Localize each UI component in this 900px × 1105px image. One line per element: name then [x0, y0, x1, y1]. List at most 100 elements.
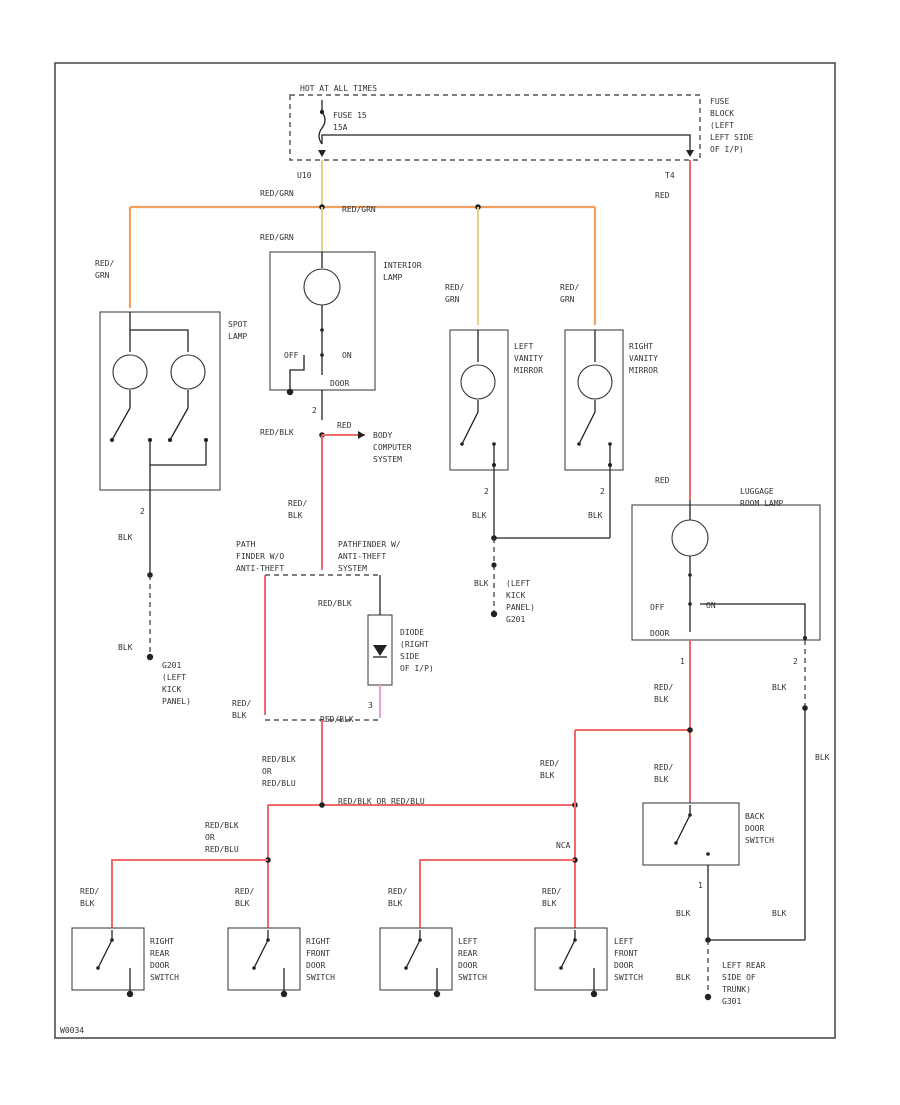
blk-lug2-label: BLK — [815, 753, 830, 762]
rr-switch-label-3: DOOR — [150, 961, 169, 970]
left-mirror-label-3: MIRROR — [514, 366, 543, 375]
red-blk-r1-label-1: RED/ — [540, 759, 559, 768]
right-red-feed: RED RED — [655, 160, 691, 500]
body-computer-label-2: COMPUTER — [373, 443, 412, 452]
interior-door-label: DOOR — [330, 379, 349, 388]
g-mirrors-label-2: (LEFT — [506, 579, 530, 588]
interior-lamp: INTERIOR LAMP OFF ON DOOR 2 RED/BLK RED … — [236, 251, 422, 573]
lr-wire-label-1: RED/ — [388, 887, 407, 896]
lf-switch-label-4: SWITCH — [614, 973, 643, 982]
red-grn-main-label: RED/GRN — [260, 189, 294, 198]
main-feed-wires: RED/GRN RED/GRN RED/GRN RED/ GRN RED/ GR… — [95, 160, 597, 325]
red-blk-or-left-label-2: OR — [205, 833, 215, 842]
right-mirror-label-3: MIRROR — [629, 366, 658, 375]
red-blk-or-label-1: RED/BLK — [262, 755, 296, 764]
diode-label-3: SIDE — [400, 652, 419, 661]
lm-pin-label: 2 — [484, 487, 489, 496]
red-grn-rm-label-2: GRN — [560, 295, 575, 304]
lf-wire-label-2: BLK — [542, 899, 557, 908]
lr-ground-icon — [433, 990, 441, 998]
lf-switch-label-1: LEFT — [614, 937, 633, 946]
spot-pin-label: 2 — [140, 507, 145, 516]
rf-wire-label-1: RED/ — [235, 887, 254, 896]
interior-ground-icon — [286, 388, 294, 396]
rr-switch-label-2: REAR — [150, 949, 169, 958]
lr-switch-label-3: DOOR — [458, 961, 477, 970]
interior-pin-label: 2 — [312, 406, 317, 415]
hot-at-all-times-label: HOT AT ALL TIMES — [300, 84, 377, 93]
diagram-frame — [54, 62, 836, 1039]
path-finder-label-1: PATH — [236, 540, 255, 549]
fuse-rating-label: 15A — [333, 123, 348, 132]
red-blk-bus-label: RED/BLK OR RED/BLU — [338, 797, 425, 806]
rf-ground-icon — [280, 990, 288, 998]
red-blk-bottom-label: RED/BLK — [320, 715, 354, 724]
blk-trunk-right-label: BLK — [772, 909, 787, 918]
rr-switch-label-1: RIGHT — [150, 937, 174, 946]
g-mirrors-label-3: KICK — [506, 591, 525, 600]
fuse-name-label: FUSE 15 — [333, 111, 367, 120]
lf-switch-label-3: DOOR — [614, 961, 633, 970]
back-door-switch: BACK DOOR SWITCH 1 BLK BLK BLK LEFT REAR… — [642, 802, 805, 1006]
diode-label-4: OF I/P) — [400, 664, 434, 673]
spot-bulb-left-icon — [112, 354, 148, 390]
luggage-door-label: DOOR — [650, 629, 669, 638]
interior-bulb-icon — [303, 268, 341, 306]
g-mirrors-label-5: G201 — [506, 615, 525, 624]
path-finder-with-label-2: ANTI-THEFT — [338, 552, 386, 561]
lf-wire-label-1: RED/ — [542, 887, 561, 896]
rf-switch-label-4: SWITCH — [306, 973, 335, 982]
rr-ground-icon — [126, 990, 134, 998]
g-trunk-label-4: G301 — [722, 997, 741, 1006]
red-blk-left-label-2: BLK — [232, 711, 247, 720]
path-finder-label-3: ANTI-THEFT — [236, 564, 284, 573]
right-vanity-mirror: RIGHT VANITY MIRROR — [564, 329, 658, 471]
red-blk-mid-label-2: BLK — [288, 511, 303, 520]
spot-lamp-label-2: LAMP — [228, 332, 247, 341]
terminal-u10-label: U10 — [297, 171, 312, 180]
g-trunk-label-1: LEFT REAR — [722, 961, 766, 970]
mirror-ground-wires: 2 2 BLK BLK BLK (LEFT KICK PANEL) G201 — [472, 470, 611, 624]
red-right-label: RED — [655, 191, 670, 200]
red-blk-or-label-2: OR — [262, 767, 272, 776]
terminal-t4-label: T4 — [665, 171, 675, 180]
lf-switch-label-2: FRONT — [614, 949, 638, 958]
blk-trunk-label: BLK — [676, 909, 691, 918]
right-rear-door-switch: RIGHT REAR DOOR SWITCH — [71, 927, 179, 998]
interior-off-label: OFF — [284, 351, 299, 360]
lug-pin-1-label: 1 — [680, 657, 685, 666]
fuse-block-label-5: OF I/P) — [710, 145, 744, 154]
left-rear-door-switch: LEFT REAR DOOR SWITCH — [379, 927, 487, 998]
diode-pin-label: 3 — [368, 701, 373, 710]
lug-pin-2-label: 2 — [793, 657, 798, 666]
right-front-door-switch: RIGHT FRONT DOOR SWITCH — [227, 927, 335, 998]
diode-label-1: DIODE — [400, 628, 424, 637]
red-blk-mid-label-1: RED/ — [288, 499, 307, 508]
ground-g201-icon — [146, 653, 154, 661]
g-trunk-label-3: TRUNK) — [722, 985, 751, 994]
g201-label-4: PANEL) — [162, 697, 191, 706]
red-lug-label: RED — [655, 476, 670, 485]
spot-lamp-label-1: SPOT — [228, 320, 247, 329]
path-finder-label-2: FINDER W/O — [236, 552, 284, 561]
interior-on-label: ON — [342, 351, 352, 360]
back-door-switch-label-2: DOOR — [745, 824, 764, 833]
fuse-block-label-4: LEFT SIDE — [710, 133, 754, 142]
path-finder-with-label-3: SYSTEM — [338, 564, 367, 573]
red-blk-or-label-3: RED/BLU — [262, 779, 296, 788]
red-grn-lm-label-1: RED/ — [445, 283, 464, 292]
red-to-bcs-label: RED — [337, 421, 352, 430]
rr-wire-label-1: RED/ — [80, 887, 99, 896]
diagram-code-label: W0034 — [60, 1026, 84, 1035]
fuse-block-label-2: BLOCK — [710, 109, 734, 118]
path-finder-with-label-1: PATHFINDER W/ — [338, 540, 401, 549]
lr-wire-label-2: BLK — [388, 899, 403, 908]
red-grn-left-label-2: GRN — [95, 271, 110, 280]
diode-branch: RED/ BLK RED/BLK DIODE (RIGHT SIDE OF I/… — [232, 574, 434, 805]
red-blk-or-left-label-3: RED/BLU — [205, 845, 239, 854]
rm-pin-label: 2 — [600, 487, 605, 496]
red-grn-bus-label: RED/GRN — [342, 205, 376, 214]
body-computer-label-1: BODY — [373, 431, 392, 440]
